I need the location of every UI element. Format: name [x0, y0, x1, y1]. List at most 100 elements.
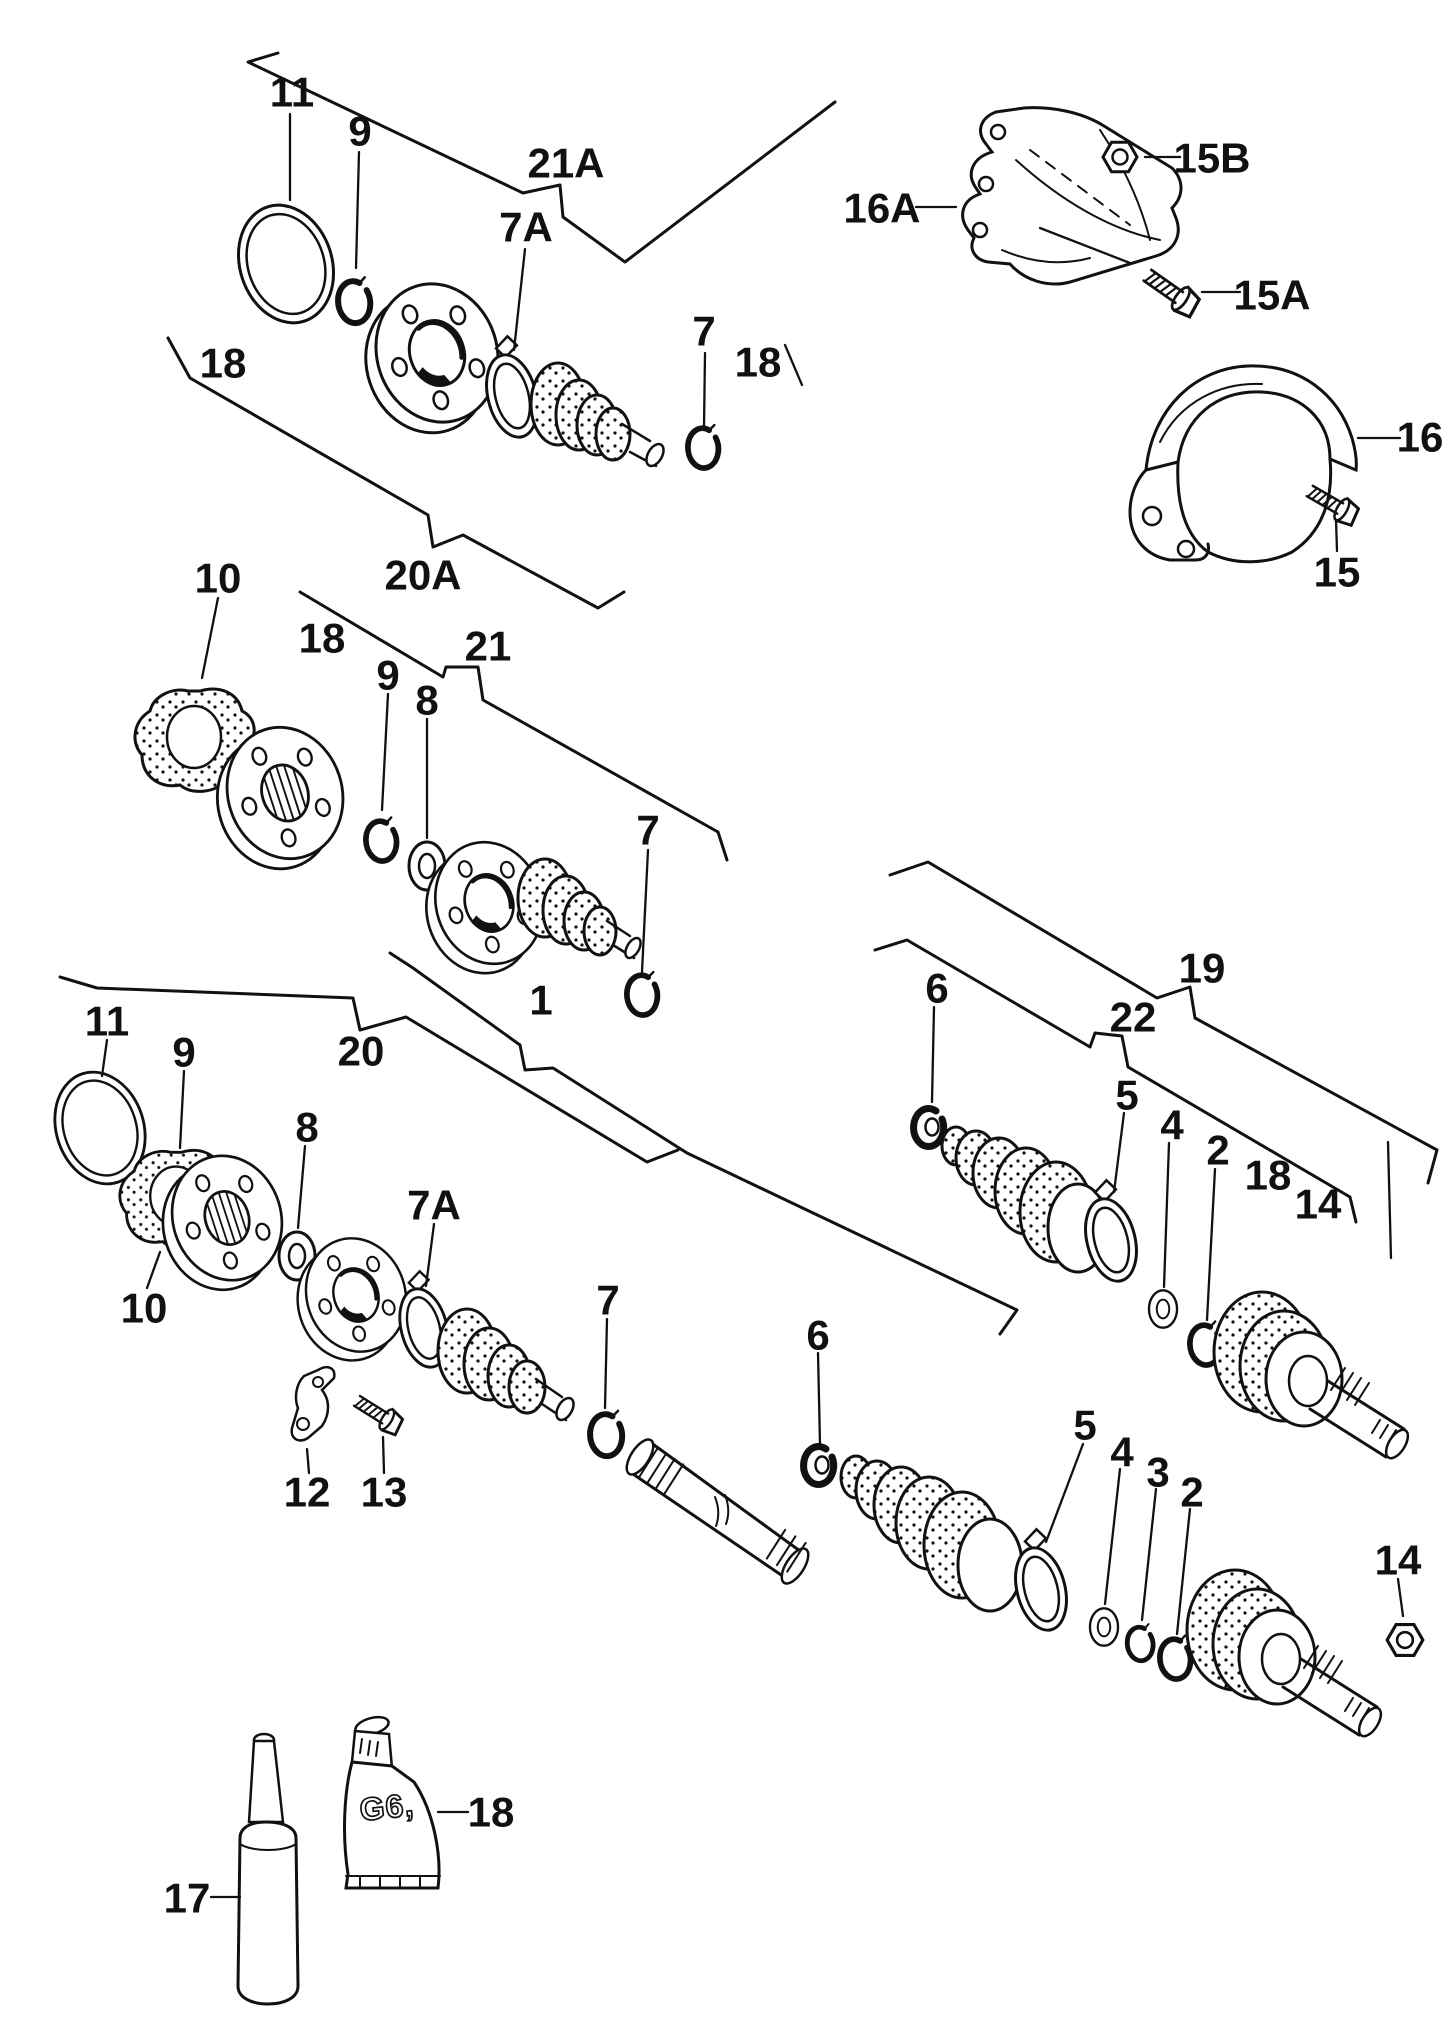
leader-7A-top	[512, 247, 527, 352]
part-label-20: 20	[338, 1028, 385, 1075]
leader-9-top	[354, 150, 361, 270]
part-label-15B: 15B	[1173, 135, 1250, 182]
part-16-heat-shield	[1128, 364, 1358, 564]
leader-5-axle	[1044, 1442, 1085, 1544]
part-label-9-bottom: 9	[172, 1029, 195, 1076]
bracket-1	[388, 951, 1019, 1336]
part-label-8-mid: 8	[415, 677, 438, 724]
leader-lines-layer	[100, 112, 1405, 1899]
part-label-21A: 21A	[527, 140, 604, 187]
leader-7-bottom	[603, 1317, 609, 1410]
leader-2-axle	[1175, 1507, 1192, 1636]
part-label-11-bottom: 11	[85, 998, 129, 1045]
part-label-18-right: 18	[1245, 1152, 1292, 1199]
part-label-6-right: 6	[925, 965, 948, 1012]
part-label-4-right: 4	[1160, 1102, 1184, 1149]
part-13-bolt	[349, 1389, 408, 1439]
leader-3-axle	[1140, 1487, 1158, 1622]
leader-14-axle	[1396, 1577, 1405, 1618]
part-cv-joint-axle	[1185, 1568, 1387, 1742]
leader-4-axle	[1103, 1467, 1122, 1606]
leader-13	[381, 1435, 386, 1475]
part-label-18-tube: 18	[468, 1789, 515, 1836]
leader-10-mid	[200, 596, 220, 680]
leader-4-right	[1162, 1141, 1171, 1289]
part-label-15A: 15A	[1233, 272, 1310, 319]
bracket-20A	[166, 336, 626, 610]
part-label-2-axle: 2	[1180, 1469, 1203, 1516]
part-12-lock-plate	[290, 1366, 336, 1442]
part-6-nut-right	[914, 1109, 944, 1147]
leader-12	[305, 1447, 311, 1475]
part-11-sealing-ring-top	[222, 191, 350, 337]
leader-7-top	[702, 351, 707, 430]
part-label-5-right: 5	[1115, 1072, 1138, 1119]
leader-10-bottom	[145, 1250, 162, 1290]
part-label-2-right: 2	[1206, 1127, 1229, 1174]
part-boot-right	[940, 1125, 1110, 1274]
assembly-inner-joint-middle	[133, 687, 659, 1016]
part-label-6-axle: 6	[806, 1312, 829, 1359]
part-16A-bracket-mount	[961, 106, 1183, 286]
part-label-7-mid: 7	[636, 807, 659, 854]
bracket-22	[873, 938, 1358, 1224]
part-15B-nut	[1101, 140, 1139, 174]
part-label-14-right: 14	[1295, 1181, 1342, 1228]
part-9-circlip-top	[335, 277, 373, 325]
part-17-fluid-bottle	[236, 1732, 300, 2006]
bracket-21	[298, 590, 729, 862]
part-label-18-top-left: 18	[200, 340, 247, 387]
leader-9-bottom	[178, 1069, 186, 1150]
part-label-22: 22	[1110, 994, 1157, 1041]
leader-7-mid	[640, 848, 650, 974]
part-label-16: 16	[1397, 414, 1444, 461]
leader-15	[1334, 518, 1339, 553]
part-1-axle-shaft	[625, 1438, 810, 1585]
part-boot-bottom-inner	[436, 1307, 575, 1422]
leader-7A-bottom	[424, 1222, 436, 1288]
leader-2-right	[1205, 1167, 1217, 1322]
part-label-7A-bottom: 7A	[407, 1182, 461, 1229]
assembly-axle-flange-end	[39, 1058, 624, 1458]
leader-9-mid	[380, 692, 390, 812]
part-4-ring-axle	[1088, 1607, 1120, 1647]
assembly-axle-outer-joint	[804, 1447, 1425, 1742]
part-label-7-top: 7	[692, 308, 715, 355]
leader-15A	[1038, 226, 1132, 265]
bracket-lines-layer	[58, 51, 1439, 1336]
part-7-clamp-bottom	[588, 1411, 624, 1458]
bracket-19	[888, 860, 1439, 1185]
part-label-7-bottom: 7	[596, 1277, 619, 1324]
part-label-18-mid: 18	[299, 615, 346, 662]
assembly-outer-joint-right	[914, 1109, 1414, 1464]
part-label-16A: 16A	[843, 185, 920, 232]
part-18-grease-tube: G6,	[343, 1715, 441, 1890]
part-label-12: 12	[284, 1469, 331, 1516]
part-cv-joint-right	[1212, 1290, 1414, 1464]
part-label-1: 1	[529, 977, 552, 1024]
part-labels-layer: 11921A7A1871816A15B15A16151018982120A720…	[85, 69, 1444, 1922]
part-15A-bolt	[1138, 262, 1205, 322]
leader-14-right	[1386, 1140, 1393, 1260]
part-label-15: 15	[1314, 549, 1361, 596]
leader-5-right	[1112, 1111, 1126, 1194]
part-4-ring-right	[1147, 1289, 1179, 1329]
part-label-21: 21	[465, 623, 512, 670]
part-boot-top	[529, 361, 665, 468]
part-15-bolt	[1302, 479, 1364, 530]
part-label-4-axle: 4	[1110, 1429, 1134, 1476]
part-label-8-bottom: 8	[295, 1104, 318, 1151]
leader-11-bottom	[100, 1038, 109, 1078]
part-9-circlip-mid	[363, 817, 399, 863]
part-label-17: 17	[164, 1875, 211, 1922]
part-label-19: 19	[1179, 945, 1226, 992]
part-label-3-axle: 3	[1146, 1449, 1169, 1496]
leader-6-axle	[816, 1351, 822, 1446]
part-label-10-mid: 10	[195, 555, 242, 602]
part-label-9-mid: 9	[376, 652, 399, 699]
part-3-ring-axle	[1125, 1624, 1155, 1663]
part-label-7A-top: 7A	[499, 204, 553, 251]
part-6-nut-axle	[804, 1447, 834, 1485]
part-7-clamp-mid	[625, 972, 659, 1016]
